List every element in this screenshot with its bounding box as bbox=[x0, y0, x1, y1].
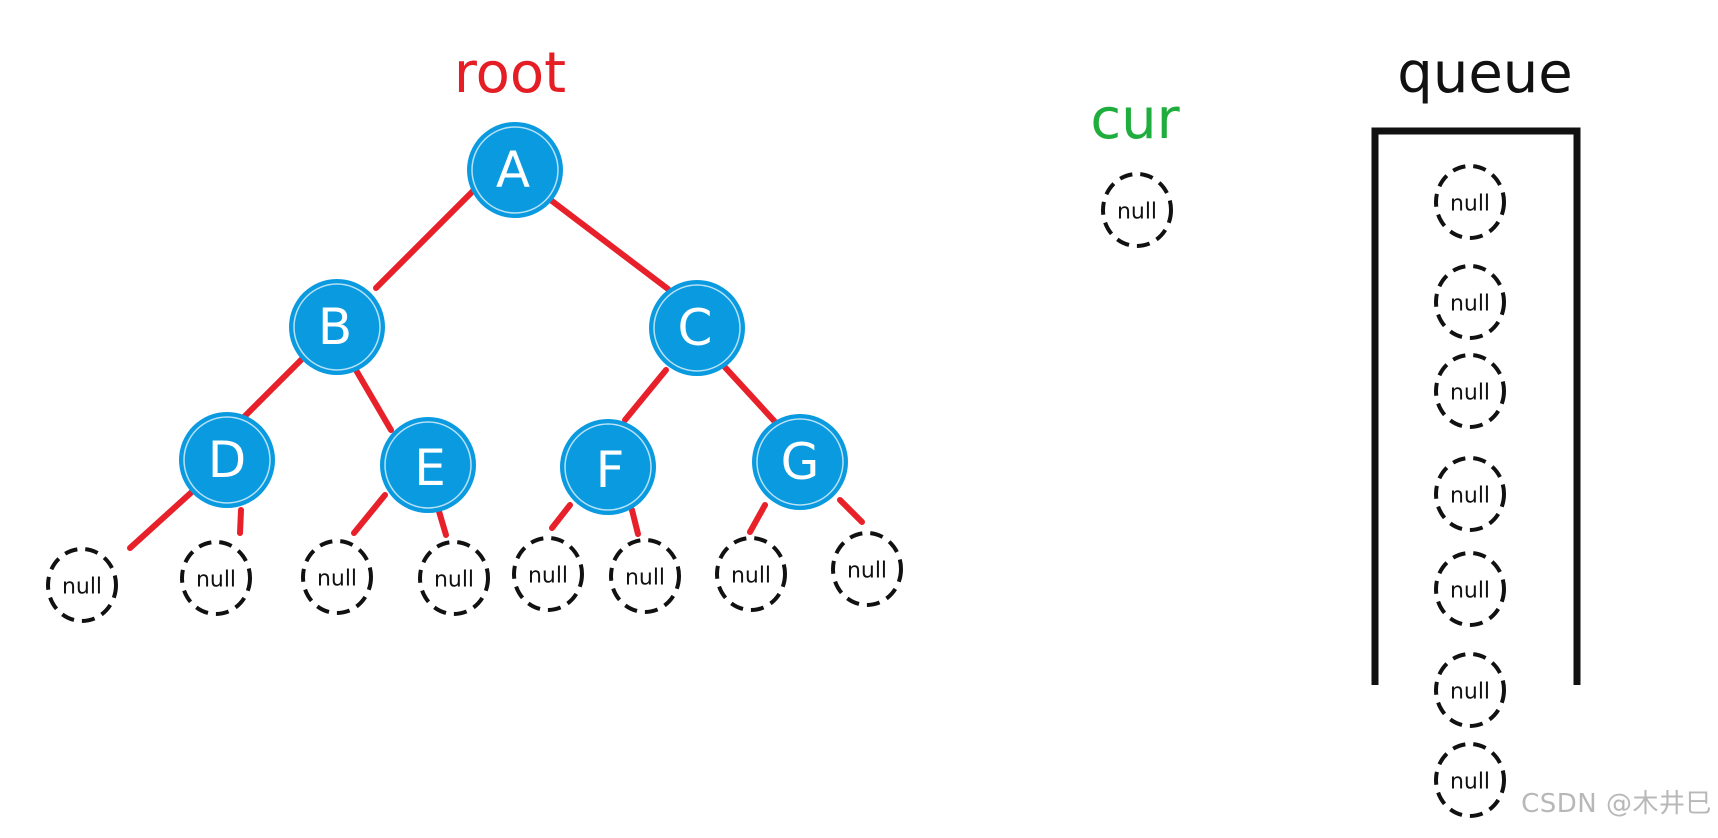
edge-f-null-2 bbox=[629, 507, 641, 537]
queue-item: null bbox=[1434, 742, 1506, 818]
queue-item-label: null bbox=[1450, 770, 1490, 795]
queue-item-label: null bbox=[1450, 381, 1490, 406]
queue-item: null bbox=[1434, 353, 1506, 429]
queue-item-label: null bbox=[1450, 292, 1490, 317]
node-b-label: B bbox=[318, 298, 352, 356]
node-e: E bbox=[380, 417, 476, 513]
queue-label: queue bbox=[1397, 41, 1572, 106]
edge-d-null-2 bbox=[237, 507, 244, 536]
null-leaf-label: null bbox=[196, 568, 236, 593]
queue-item-label: null bbox=[1450, 579, 1490, 604]
null-leaf: null bbox=[180, 540, 252, 616]
null-leaf: null bbox=[715, 536, 787, 612]
edge-e-null-1 bbox=[351, 492, 388, 536]
null-leaf-label: null bbox=[62, 575, 102, 600]
node-f: F bbox=[560, 419, 656, 515]
edge-f-null-1 bbox=[549, 502, 573, 531]
null-leaf: null bbox=[512, 536, 584, 612]
root-label: root bbox=[454, 41, 566, 106]
null-leaf-label: null bbox=[847, 559, 887, 584]
edge-g-null-2 bbox=[837, 497, 865, 525]
queue-item: null bbox=[1434, 264, 1506, 340]
null-leaf: null bbox=[418, 540, 490, 616]
edge-a-c bbox=[545, 195, 671, 292]
queue-item: null bbox=[1434, 652, 1506, 728]
edge-g-null-1 bbox=[747, 502, 768, 535]
node-f-label: F bbox=[596, 441, 625, 499]
null-leaf: null bbox=[609, 538, 681, 614]
null-leaf: null bbox=[46, 547, 118, 623]
queue-item: null bbox=[1434, 551, 1506, 627]
edge-a-b bbox=[373, 187, 477, 291]
node-g: G bbox=[752, 414, 848, 510]
node-g-label: G bbox=[781, 433, 820, 491]
node-d: D bbox=[179, 412, 275, 508]
null-leaf-label: null bbox=[434, 568, 474, 593]
null-leaf-label: null bbox=[317, 567, 357, 592]
node-b: B bbox=[289, 279, 385, 375]
tree-edges bbox=[127, 187, 865, 551]
null-leaf: null bbox=[831, 531, 903, 607]
node-a: A bbox=[467, 122, 563, 218]
watermark: CSDN @木井巳 bbox=[1521, 789, 1712, 819]
cur-null-node: null bbox=[1101, 172, 1173, 248]
node-c: C bbox=[649, 280, 745, 376]
edge-b-d bbox=[241, 354, 307, 420]
null-leaf: null bbox=[301, 539, 373, 615]
null-leaf-label: null bbox=[528, 564, 568, 589]
node-d-label: D bbox=[208, 431, 247, 489]
null-leaf-label: null bbox=[731, 564, 771, 589]
cur-label: cur bbox=[1090, 87, 1180, 152]
edge-c-f bbox=[622, 367, 669, 423]
queue-item: null bbox=[1434, 164, 1506, 240]
node-a-label: A bbox=[496, 141, 530, 199]
queue-item-label: null bbox=[1450, 680, 1490, 705]
edge-d-null-1 bbox=[127, 487, 197, 551]
queue-item: null bbox=[1434, 456, 1506, 532]
queue-item-label: null bbox=[1450, 484, 1490, 509]
node-e-label: E bbox=[414, 439, 446, 497]
edge-e-null-2 bbox=[435, 505, 449, 538]
queue-item-label: null bbox=[1450, 192, 1490, 217]
node-c-label: C bbox=[678, 299, 713, 357]
null-leaf-label: null bbox=[625, 566, 665, 591]
cur-null-label: null bbox=[1117, 200, 1157, 225]
queue-container bbox=[1371, 127, 1581, 685]
edge-b-e bbox=[350, 362, 394, 433]
edge-c-g bbox=[719, 361, 780, 427]
